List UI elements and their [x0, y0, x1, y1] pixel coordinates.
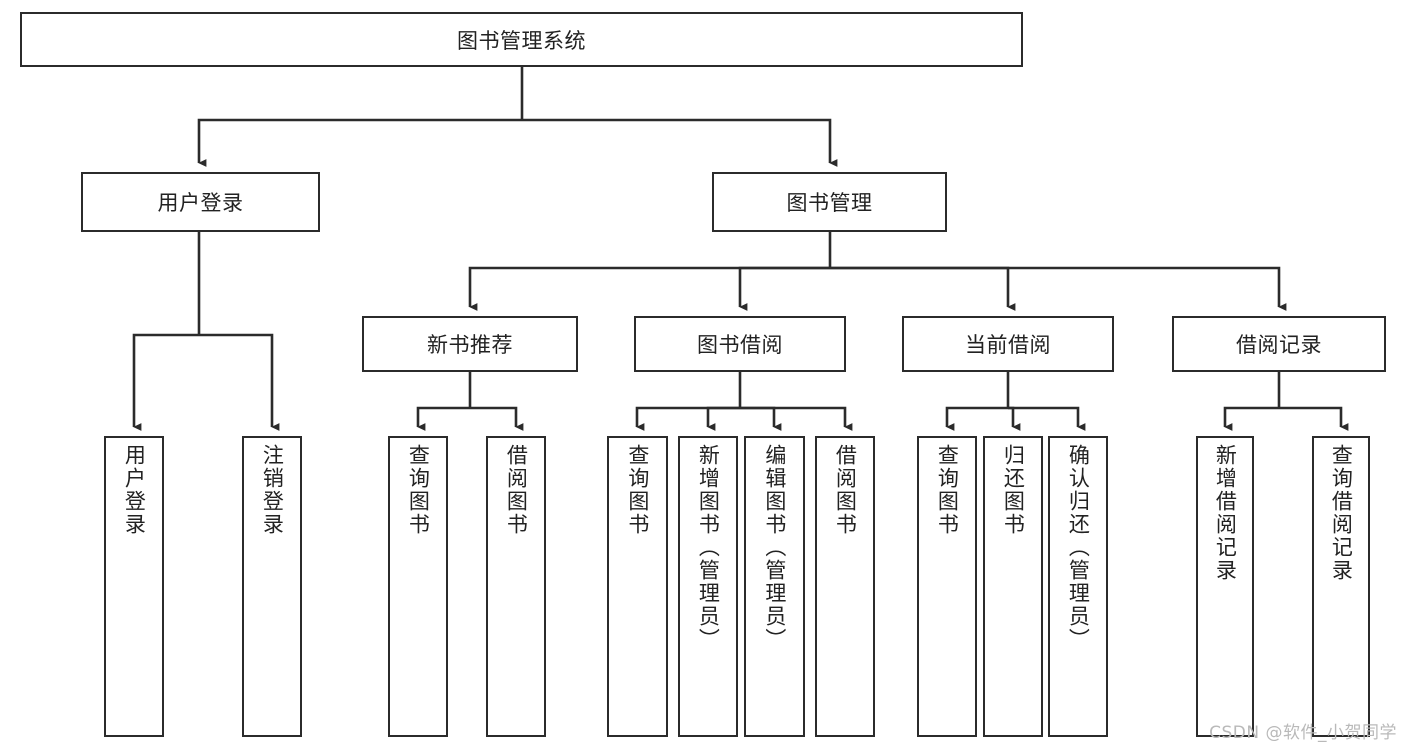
leaf-query-borrow-record[interactable]: 查询借阅记录 — [1312, 436, 1370, 737]
node-book-borrow-label: 图书借阅 — [697, 333, 783, 357]
leaf-add-borrow-record-label: 新增借阅记录 — [1213, 444, 1238, 582]
node-borrow-record[interactable]: 借阅记录 — [1172, 316, 1386, 372]
leaf-confirm-return-admin-label: 确认归还（管理员） — [1066, 444, 1091, 651]
leaf-query-book-current[interactable]: 查询图书 — [917, 436, 977, 737]
leaf-query-book-borrow-label: 查询图书 — [625, 444, 650, 536]
leaf-confirm-return-admin[interactable]: 确认归还（管理员） — [1048, 436, 1108, 737]
leaf-query-book-borrow[interactable]: 查询图书 — [607, 436, 668, 737]
leaf-borrow-book-recommend[interactable]: 借阅图书 — [486, 436, 546, 737]
node-new-book-recommend[interactable]: 新书推荐 — [362, 316, 578, 372]
leaf-user-login-label: 用户登录 — [122, 444, 147, 536]
node-book-borrow[interactable]: 图书借阅 — [634, 316, 846, 372]
leaf-return-book-label: 归还图书 — [1001, 444, 1026, 536]
node-book-management-label: 图书管理 — [786, 191, 873, 215]
node-new-book-recommend-label: 新书推荐 — [427, 333, 513, 357]
leaf-borrow-book-label: 借阅图书 — [833, 444, 858, 536]
node-current-borrow-label: 当前借阅 — [965, 333, 1051, 357]
leaf-query-book-current-label: 查询图书 — [935, 444, 960, 536]
leaf-add-book-admin[interactable]: 新增图书（管理员） — [678, 436, 738, 737]
leaf-logout-label: 注销登录 — [260, 444, 285, 536]
leaf-borrow-book-recommend-label: 借阅图书 — [504, 444, 529, 536]
node-user-login-label: 用户登录 — [157, 191, 244, 215]
watermark-text: CSDN @软件_小贺同学 — [1209, 723, 1397, 743]
node-root-label: 图书管理系统 — [457, 28, 586, 53]
leaf-query-borrow-record-label: 查询借阅记录 — [1329, 444, 1354, 582]
leaf-add-book-admin-label: 新增图书（管理员） — [696, 444, 721, 651]
node-book-management[interactable]: 图书管理 — [712, 172, 947, 232]
node-current-borrow[interactable]: 当前借阅 — [902, 316, 1114, 372]
leaf-edit-book-admin-label: 编辑图书（管理员） — [762, 444, 787, 651]
leaf-add-borrow-record[interactable]: 新增借阅记录 — [1196, 436, 1254, 737]
node-user-login[interactable]: 用户登录 — [81, 172, 320, 232]
leaf-query-book-recommend[interactable]: 查询图书 — [388, 436, 448, 737]
connector-edges — [132, 67, 1349, 431]
leaf-user-login[interactable]: 用户登录 — [104, 436, 164, 737]
node-root[interactable]: 图书管理系统 — [20, 12, 1023, 67]
node-borrow-record-label: 借阅记录 — [1236, 333, 1322, 357]
leaf-query-book-recommend-label: 查询图书 — [406, 444, 431, 536]
leaf-borrow-book[interactable]: 借阅图书 — [815, 436, 875, 737]
leaf-logout[interactable]: 注销登录 — [242, 436, 302, 737]
leaf-edit-book-admin[interactable]: 编辑图书（管理员） — [744, 436, 805, 737]
leaf-return-book[interactable]: 归还图书 — [983, 436, 1043, 737]
